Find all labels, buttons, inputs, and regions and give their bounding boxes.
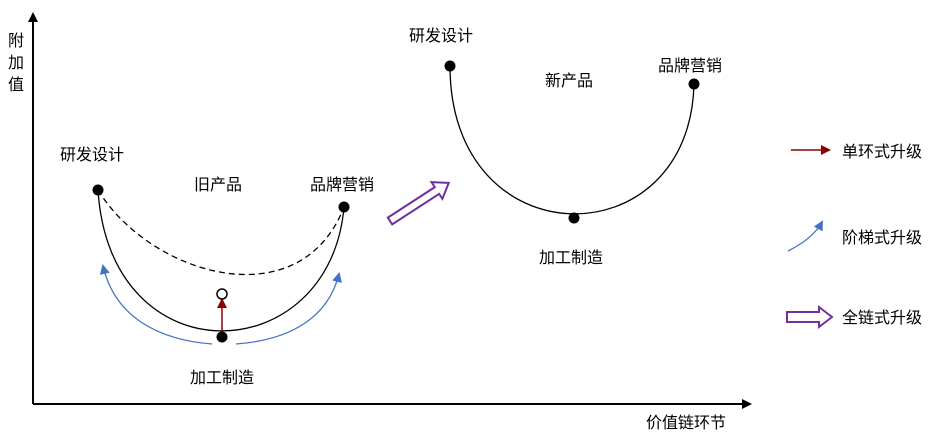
step-upgrade-right-arrow	[235, 272, 342, 345]
legend-purple-hollow-arrow-icon	[786, 304, 834, 330]
new-rd-label: 研发设计	[409, 26, 474, 45]
legend-blue-curved-arrow-icon	[787, 220, 823, 252]
new-product-label: 新产品	[545, 71, 594, 90]
full-chain-upgrade-arrow	[386, 181, 451, 226]
upgraded-manufacture-point	[216, 288, 228, 300]
old-brand-point	[338, 201, 350, 213]
new-manufacture-point	[568, 212, 580, 224]
step-upgrade-left-arrow	[99, 264, 213, 345]
x-axis-label: 价值链环节	[646, 413, 727, 432]
old-rd-point	[92, 184, 104, 196]
old-manufacture-label: 加工制造	[190, 368, 255, 387]
new-brand-label: 品牌营销	[658, 56, 723, 75]
legend-full-chain-label: 全链式升级	[842, 308, 923, 327]
new-product-curve	[449, 65, 695, 215]
legend-single-loop-label: 单环式升级	[842, 142, 923, 161]
old-manufacture-point	[216, 331, 228, 343]
old-product-dashed-curve	[97, 189, 345, 275]
old-product-label: 旧产品	[194, 175, 243, 194]
new-brand-point	[688, 78, 700, 90]
new-rd-point	[444, 60, 456, 72]
old-rd-label: 研发设计	[60, 145, 125, 164]
old-product-solid-curve	[97, 189, 345, 332]
legend-step-label: 阶梯式升级	[842, 228, 923, 247]
new-manufacture-label: 加工制造	[539, 248, 604, 267]
old-brand-label: 品牌营销	[310, 175, 375, 194]
y-axis-label: 附加值	[8, 31, 25, 94]
